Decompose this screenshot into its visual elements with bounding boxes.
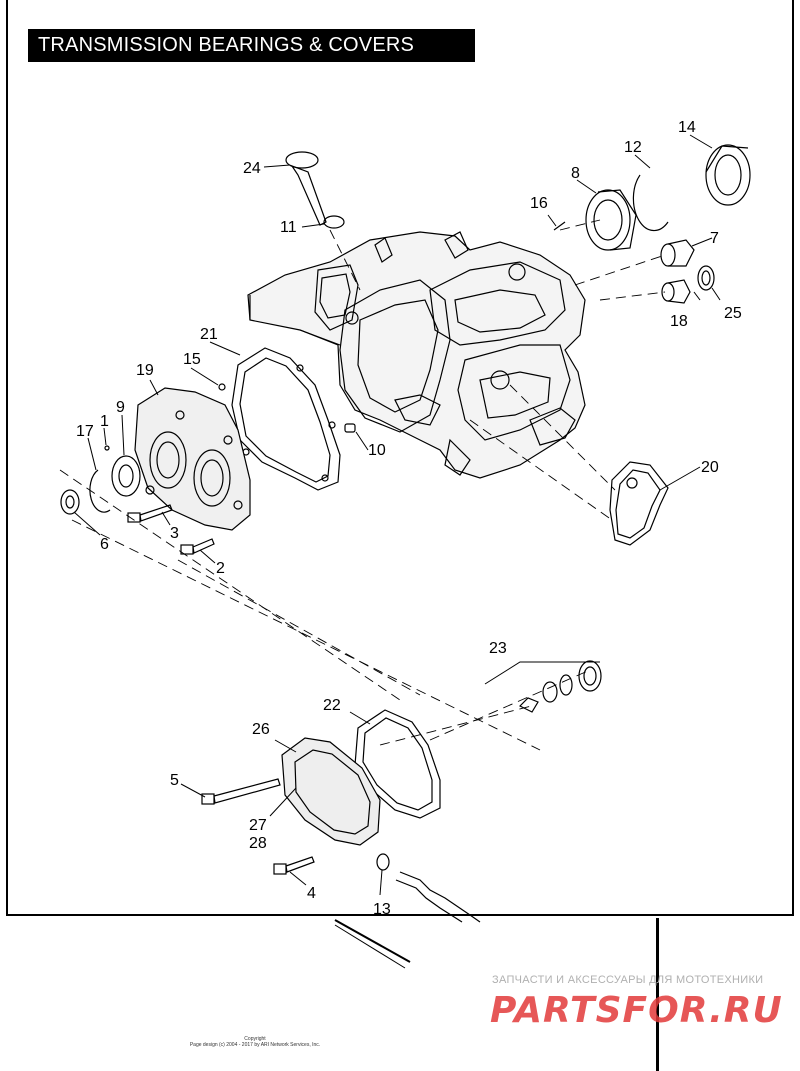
bolt-5: [201, 778, 281, 805]
callout-16: 16: [530, 195, 548, 212]
callout-13: 13: [373, 901, 391, 918]
seal-25: [697, 265, 715, 291]
frame-rule-bottom-right: [656, 918, 659, 1071]
callout-2: 2: [216, 560, 225, 577]
cable-line: [334, 919, 411, 963]
callout-22: 22: [323, 697, 341, 714]
callout-18: 18: [670, 313, 688, 330]
alignment-dashes: [59, 219, 666, 751]
dowel-15: [218, 383, 226, 391]
transmission-housing: [247, 231, 586, 479]
callout-15: 15: [183, 351, 201, 368]
cable-line-2: [334, 924, 406, 969]
speedo-sensor: [395, 871, 481, 923]
callout-24: 24: [243, 160, 261, 177]
copyright-line-2: Page design (c) 2004 - 2017 by ARI Netwo…: [189, 1042, 321, 1048]
bolt-4: [273, 856, 315, 875]
dowel-10: [344, 423, 356, 433]
callout-labels: 1 2 3 4 5 6 7 8 9 10 11 12 13 14 15 16 1…: [76, 119, 742, 918]
callout-27: 27: [249, 817, 267, 834]
leader-lines: [73, 134, 721, 896]
gasket-20: [609, 461, 669, 546]
bolt-3: [127, 504, 173, 523]
bearing-18: [661, 279, 691, 304]
callout-26: 26: [252, 721, 270, 738]
retaining-ring-12: [632, 174, 669, 232]
callout-1: 1: [100, 413, 109, 430]
side-cover-26: [281, 737, 381, 846]
watermark-logo: PARTSFOR.RU: [490, 990, 783, 1031]
retaining-ring-17: [89, 469, 111, 513]
callout-4: 4: [307, 885, 316, 902]
pin-16: [553, 221, 566, 231]
copyright-line-1: Copyright: [244, 1036, 266, 1042]
callout-21: 21: [200, 326, 218, 343]
frame-border-right: [792, 0, 794, 915]
callout-14: 14: [678, 119, 696, 136]
callout-11: 11: [280, 219, 297, 236]
seal-14: [705, 144, 751, 206]
callout-12: 12: [624, 139, 642, 156]
callout-8: 8: [571, 165, 580, 182]
callout-28: 28: [249, 835, 267, 852]
gasket-21: [231, 347, 341, 491]
callout-19: 19: [136, 362, 154, 379]
callout-9: 9: [116, 399, 125, 416]
plug-24: [285, 151, 327, 226]
seal-6: [60, 489, 80, 515]
watermark-caption: ЗАПЧАСТИ И АКСЕССУАРЫ ДЛЯ МОТОТЕХНИКИ: [492, 974, 764, 986]
bolt-2: [180, 538, 215, 555]
callout-20: 20: [701, 459, 719, 476]
callout-23: 23: [489, 640, 507, 657]
frame-border-left: [6, 0, 8, 915]
callout-6: 6: [100, 536, 109, 553]
callout-17: 17: [76, 423, 94, 440]
shift-parts-23: [518, 660, 602, 713]
copyright-notice: Copyright Page design (c) 2004 - 2017 by…: [160, 1036, 350, 1048]
bearing-housing-19: [134, 387, 251, 531]
bearing-7: [660, 239, 695, 267]
callout-7: 7: [710, 230, 719, 247]
bearing-8: [585, 189, 637, 251]
callout-3: 3: [170, 525, 179, 542]
o-ring-11: [323, 215, 345, 229]
callout-10: 10: [368, 442, 386, 459]
callout-25: 25: [724, 305, 742, 322]
bearing-9: [111, 455, 141, 497]
dowel-1: [104, 445, 110, 451]
diagram-title: TRANSMISSION BEARINGS & COVERS: [28, 29, 475, 62]
frame-border-bottom: [6, 914, 794, 916]
o-ring-13: [376, 853, 390, 871]
callout-5: 5: [170, 772, 179, 789]
